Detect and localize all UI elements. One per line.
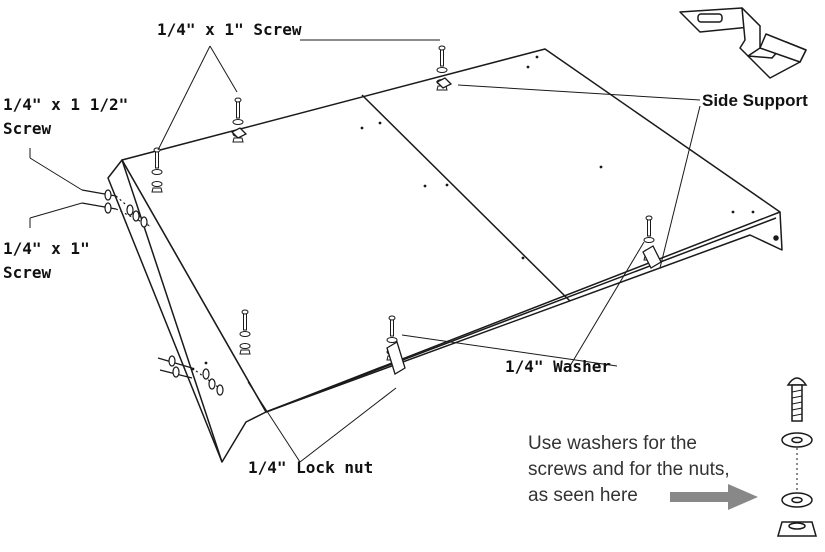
label-washer: 1/4" Washer	[505, 357, 611, 376]
label-screw-1x1-left-line1: 1/4" x 1"	[3, 239, 90, 258]
note-line-1: Use washers for the	[528, 433, 697, 454]
side-support-clips	[230, 77, 662, 375]
label-screw-1-5-line2: Screw	[3, 119, 52, 138]
label-screw-1x1-top: 1/4" x 1" Screw	[157, 20, 302, 39]
label-screw-1x1-left-line2: Screw	[3, 263, 52, 282]
flange-hole	[773, 235, 779, 241]
note-line-3: as seen here	[528, 485, 638, 506]
side-support-bracket-detail	[679, 7, 807, 79]
panel-holes	[191, 55, 755, 371]
label-lock-nut: 1/4" Lock nut	[248, 458, 374, 477]
detail-screw-stack	[777, 377, 817, 537]
leader-lines	[29, 39, 701, 463]
side-horizontal-screws	[81, 189, 224, 396]
roof-front-flange	[265, 211, 783, 413]
label-side-support: Side Support	[702, 91, 808, 110]
label-screw-1-5-line1: 1/4" x 1 1/2"	[3, 95, 129, 114]
panel-seam	[361, 94, 571, 302]
side-panel-fold	[121, 159, 223, 463]
note-line-2: screws and for the nuts,	[528, 459, 730, 480]
front-edge-line	[265, 217, 777, 413]
arrow-to-detail	[670, 484, 758, 510]
